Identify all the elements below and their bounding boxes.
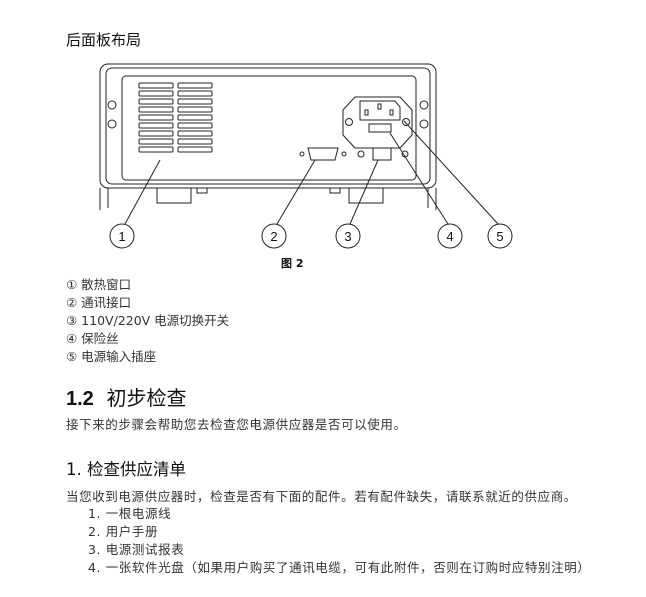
- callout-circle: [261, 223, 287, 249]
- vent-slot: [138, 146, 174, 153]
- section-number: 1.2: [66, 388, 94, 410]
- vent-slot: [138, 82, 174, 89]
- subsection-heading: 1. 检查供应清单: [66, 460, 186, 479]
- power-inlet: [342, 96, 413, 149]
- intro-paragraph: 接下来的步骤会帮助您去检查您电源供应器是否可以使用。: [66, 417, 407, 432]
- rear-panel-diagram: 1 2 3 4 5: [99, 63, 513, 249]
- panel-screws: [107, 100, 429, 129]
- legend-item: ② 通讯接口: [66, 295, 132, 310]
- list-item: 2. 用户手册: [88, 524, 159, 539]
- vent-slot: [138, 90, 174, 97]
- vent-slot: [177, 82, 213, 89]
- vent-slot: [138, 106, 174, 113]
- vent-slot: [138, 114, 174, 121]
- fuse-holder: [368, 123, 392, 133]
- callout-number: 5: [496, 229, 503, 244]
- list-item: 4. 一张软件光盘（如果用户购买了通讯电缆，可有此附件，否则在订购时应特别注明）: [88, 560, 591, 575]
- vent-slot: [177, 122, 213, 129]
- section-heading-text: 初步检查: [106, 386, 187, 410]
- vent-slot: [138, 130, 174, 137]
- callout-circle: [335, 223, 361, 249]
- section-heading: 1.2 初步检查: [66, 382, 187, 411]
- section-title: 后面板布局: [66, 31, 142, 49]
- check-paragraph: 当您收到电源供应器时，检查是否有下面的配件。若有配件缺失，请联系就近的供应商。: [66, 489, 577, 504]
- legend-item: ⑤ 电源输入插座: [66, 349, 157, 364]
- list-item: 1. 一根电源线: [88, 506, 172, 521]
- callout-circle: [487, 223, 513, 249]
- vent-slot: [177, 130, 213, 137]
- vent-slot: [177, 146, 213, 153]
- cooling-vent: [138, 82, 213, 153]
- callout-number: 1: [118, 229, 125, 244]
- leader-lines: [124, 120, 499, 225]
- db9-port: [299, 147, 409, 161]
- legend-item: ④ 保险丝: [66, 331, 119, 346]
- callout-number: 3: [344, 229, 351, 244]
- vent-slot: [177, 106, 213, 113]
- callout-number: 4: [446, 229, 453, 244]
- callout-circle: [109, 223, 135, 249]
- vent-slot: [177, 138, 213, 145]
- feet: [156, 187, 384, 204]
- vent-slot: [177, 90, 213, 97]
- figure-caption: 图 2: [281, 257, 304, 270]
- legend-item: ③ 110V/220V 电源切换开关: [66, 313, 230, 328]
- legend-item: ① 散热窗口: [66, 277, 132, 292]
- list-item: 3. 电源测试报表: [88, 542, 185, 557]
- vent-slot: [138, 122, 174, 129]
- vent-slot: [138, 98, 174, 105]
- voltage-switch: [372, 147, 392, 161]
- callout-circle: [437, 223, 463, 249]
- chassis: [99, 63, 437, 210]
- vent-slot: [177, 114, 213, 121]
- callout-number: 2: [270, 229, 277, 244]
- vent-slot: [138, 138, 174, 145]
- vent-slot: [177, 98, 213, 105]
